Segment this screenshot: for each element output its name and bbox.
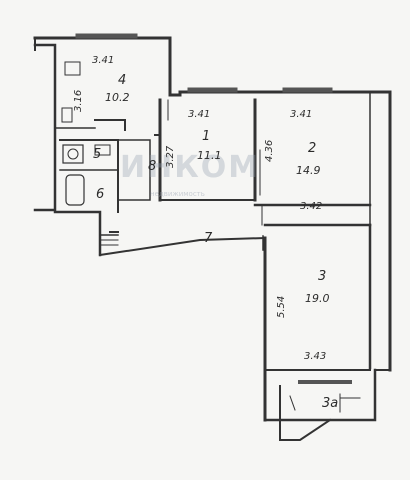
room-2-number: 2 — [308, 141, 317, 156]
closet-number: 8 — [148, 159, 157, 174]
room-4-number: 4 — [118, 73, 127, 88]
watermark-logo: ИНКОМ — [120, 150, 261, 185]
room-4-width: 3.41 — [92, 55, 115, 66]
room-3-area: 19.0 — [305, 292, 330, 305]
room-3-depth: 5.54 — [276, 295, 287, 318]
bath-number: 5 — [93, 147, 102, 162]
room-1-width: 3.41 — [188, 109, 211, 120]
balcony-number: 3а — [322, 396, 339, 411]
room-2-area: 14.9 — [296, 164, 321, 177]
room-2-depth: 4.36 — [264, 139, 275, 162]
room-1-area: 11.1 — [197, 149, 222, 162]
room-2-lower-width: 3.42 — [300, 201, 323, 212]
room-3-lower-width: 3.43 — [304, 351, 327, 362]
room-1-depth: 3.27 — [165, 145, 176, 168]
room-3-number: 3 — [318, 269, 327, 284]
room-4-depth: 3.16 — [73, 89, 84, 112]
room-4-area: 10.2 — [105, 91, 130, 104]
hall-number: 7 — [204, 231, 213, 246]
wc-number: 6 — [96, 187, 105, 202]
watermark-subtitle: недвижимость — [150, 190, 205, 198]
room-2-width: 3.41 — [290, 109, 313, 120]
room-1-number: 1 — [202, 129, 211, 144]
